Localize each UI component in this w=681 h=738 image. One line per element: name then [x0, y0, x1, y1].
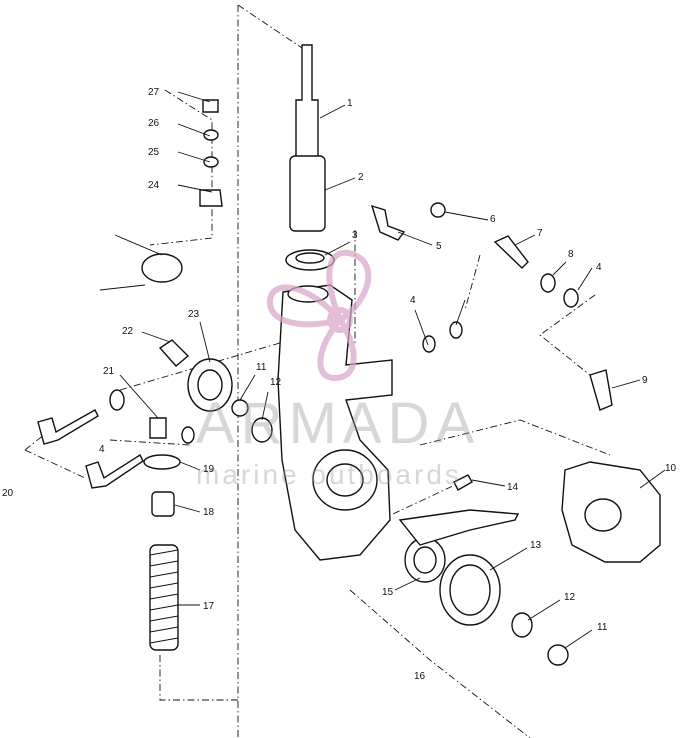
- callout-26: 26: [148, 118, 160, 129]
- callout-4a: 4: [410, 295, 416, 306]
- callout-17: 17: [203, 601, 215, 612]
- callout-20: 20: [2, 488, 14, 499]
- part-bolt-20a: [37, 409, 99, 445]
- callout-13: 13: [530, 540, 542, 551]
- part-bolt-20b: [85, 453, 144, 489]
- callout-14: 14: [507, 482, 519, 493]
- callout-8: 8: [568, 249, 574, 260]
- callout-22: 22: [122, 326, 134, 337]
- part-shaft: [295, 44, 319, 159]
- callout-10: 10: [665, 463, 677, 474]
- callout-1: 1: [347, 98, 353, 109]
- part-block-9: [589, 369, 613, 411]
- part-nut-6: [430, 202, 446, 218]
- part-bushing-18: [151, 491, 175, 517]
- callout-19: 19: [203, 464, 215, 475]
- callout-12b: 12: [564, 592, 576, 603]
- callout-12a: 12: [270, 377, 282, 388]
- part-shapes: [37, 44, 661, 666]
- callout-3: 3: [352, 230, 358, 241]
- callout-21: 21: [103, 366, 115, 377]
- callout-16: 16: [414, 671, 426, 682]
- part-spring-17: [149, 544, 179, 651]
- callout-2: 2: [358, 172, 364, 183]
- callout-11a: 11: [256, 362, 267, 373]
- callout-6: 6: [490, 214, 496, 225]
- callout-4c: 4: [99, 444, 105, 455]
- watermark-brand: ARMADA: [196, 391, 480, 456]
- callout-15: 15: [382, 587, 394, 598]
- callout-24: 24: [148, 180, 160, 191]
- part-bracket-5: [370, 204, 406, 241]
- assembly-centerlines: [24, 4, 611, 738]
- callout-23: 23: [188, 309, 200, 320]
- callout-7: 7: [537, 228, 543, 239]
- leader-lines: [119, 91, 666, 649]
- part-nut-11: [547, 644, 569, 666]
- part-sleeve: [289, 155, 326, 232]
- callout-18: 18: [203, 507, 215, 518]
- part-bolt-7: [493, 235, 529, 269]
- callout-11b: 11: [597, 622, 608, 633]
- watermark-tagline: marine outboards: [196, 459, 462, 490]
- callout-9: 9: [642, 375, 648, 386]
- propeller-icon: [267, 249, 372, 382]
- watermark-logo: ARMADA marine outboards: [196, 249, 480, 490]
- callout-25: 25: [148, 147, 160, 158]
- callout-27: 27: [148, 87, 160, 98]
- callout-labels: 1 2 3 4 4 4 5 6 7 8 9 10 11 11 12 12 13 …: [2, 87, 677, 682]
- callout-4b: 4: [596, 262, 602, 273]
- callout-5: 5: [436, 241, 442, 252]
